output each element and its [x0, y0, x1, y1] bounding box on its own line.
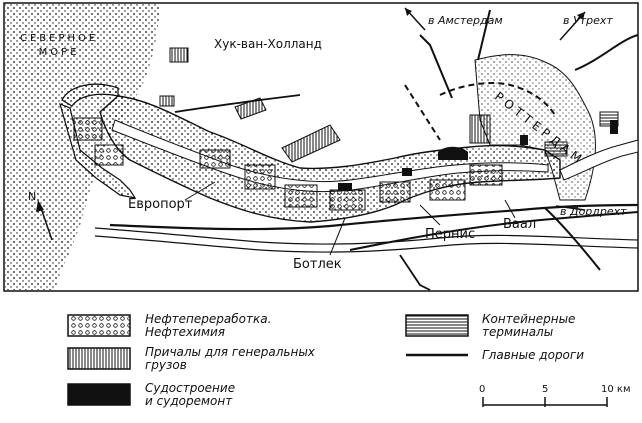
north-sea-area: [5, 4, 160, 290]
legend-cargo-line2: грузов: [145, 358, 187, 372]
scale-label-0: 0: [479, 384, 486, 395]
main-road: [349, 211, 639, 251]
leader-botlek: [329, 217, 346, 256]
place-botlek: Ботлек: [293, 257, 342, 272]
main-road: [544, 207, 601, 271]
breakwater-north: [61, 83, 119, 107]
railway: [404, 84, 441, 141]
main-road: [109, 203, 639, 231]
refinery-area: [73, 117, 103, 141]
railway: [439, 82, 556, 116]
container-terminal: [599, 111, 619, 127]
general-cargo-berth: [169, 47, 189, 63]
river-south: [94, 227, 639, 245]
sea-label-line1: СЕВЕРНОЕ: [20, 33, 99, 44]
port-land: [99, 95, 561, 223]
refinery-area: [379, 181, 411, 203]
legend-container-label: Контейнерные терминалы: [482, 313, 575, 339]
scale-label-5: 5: [542, 384, 549, 395]
refinery-area: [429, 179, 466, 201]
legend-cargo-swatch: [67, 347, 131, 370]
north-arrow-head: [36, 200, 44, 212]
legend-shipbuilding-label: Судостроение и судоремонт: [145, 382, 235, 408]
legend-container-line2: терминалы: [482, 325, 554, 339]
legend-shipbuilding-swatch: [67, 383, 131, 406]
north-arrow: [39, 204, 53, 241]
rotterdam-city: [474, 54, 596, 201]
legend-cargo-label: Причалы для генеральных грузов: [145, 346, 315, 372]
main-road: [399, 254, 431, 291]
place-hook-van-holland: Хук-ван-Холланд: [214, 37, 322, 51]
main-road: [419, 34, 453, 99]
arrow-dordrecht: [555, 205, 586, 211]
legend-refinery-swatch: [67, 314, 131, 337]
legend-cargo-line1: Причалы для генеральных: [145, 345, 315, 359]
general-cargo-berth: [159, 95, 175, 107]
main-road: [574, 34, 639, 71]
refinery-area: [94, 144, 124, 166]
legend-container-line1: Контейнерные: [482, 312, 576, 326]
north-label: N: [28, 190, 37, 203]
river-east: [559, 139, 639, 181]
legend-shipbuilding-line1: Судостроение: [145, 381, 236, 395]
refinery-area: [244, 164, 276, 190]
leader-europort: [184, 181, 216, 201]
direction-dordrecht: в Дордрехт: [560, 205, 627, 218]
shipyard: [402, 168, 412, 176]
refinery-area: [284, 184, 318, 208]
sea-label-line2: МОРЕ: [38, 47, 80, 58]
refinery-area: [329, 189, 366, 211]
direction-utrecht: в Утрехт: [563, 14, 613, 27]
legend-refinery-line1: Нефтепереработка.: [145, 312, 272, 326]
shipyard: [438, 146, 468, 160]
place-waal: Ваал: [503, 217, 537, 232]
direction-amsterdam: в Амстердам: [428, 14, 503, 27]
legend-roads-label: Главные дороги: [482, 348, 584, 362]
main-road: [174, 94, 301, 113]
sea-label: СЕВЕРНОЕ МОРЕ: [20, 32, 98, 60]
leader-waal: [504, 199, 516, 219]
legend-refinery-line2: Нефтехимия: [145, 325, 226, 339]
legend-shipbuilding-line2: и судоремонт: [145, 394, 233, 408]
river-south-bank: [94, 235, 639, 253]
place-europort: Европорт: [128, 197, 193, 212]
place-pernis: Пернис: [425, 227, 476, 242]
shipyard: [338, 183, 352, 191]
refinery-area: [469, 164, 503, 186]
legend-container-swatch: [405, 314, 469, 337]
shipyard: [610, 120, 618, 134]
legend-refinery-label: Нефтепереработка. Нефтехимия: [145, 313, 271, 339]
refinery-area: [199, 149, 231, 169]
general-cargo-berth: [281, 124, 341, 163]
main-road: [477, 9, 491, 61]
leader-pernis: [419, 204, 441, 226]
scale-label-10: 10 км: [601, 384, 631, 395]
